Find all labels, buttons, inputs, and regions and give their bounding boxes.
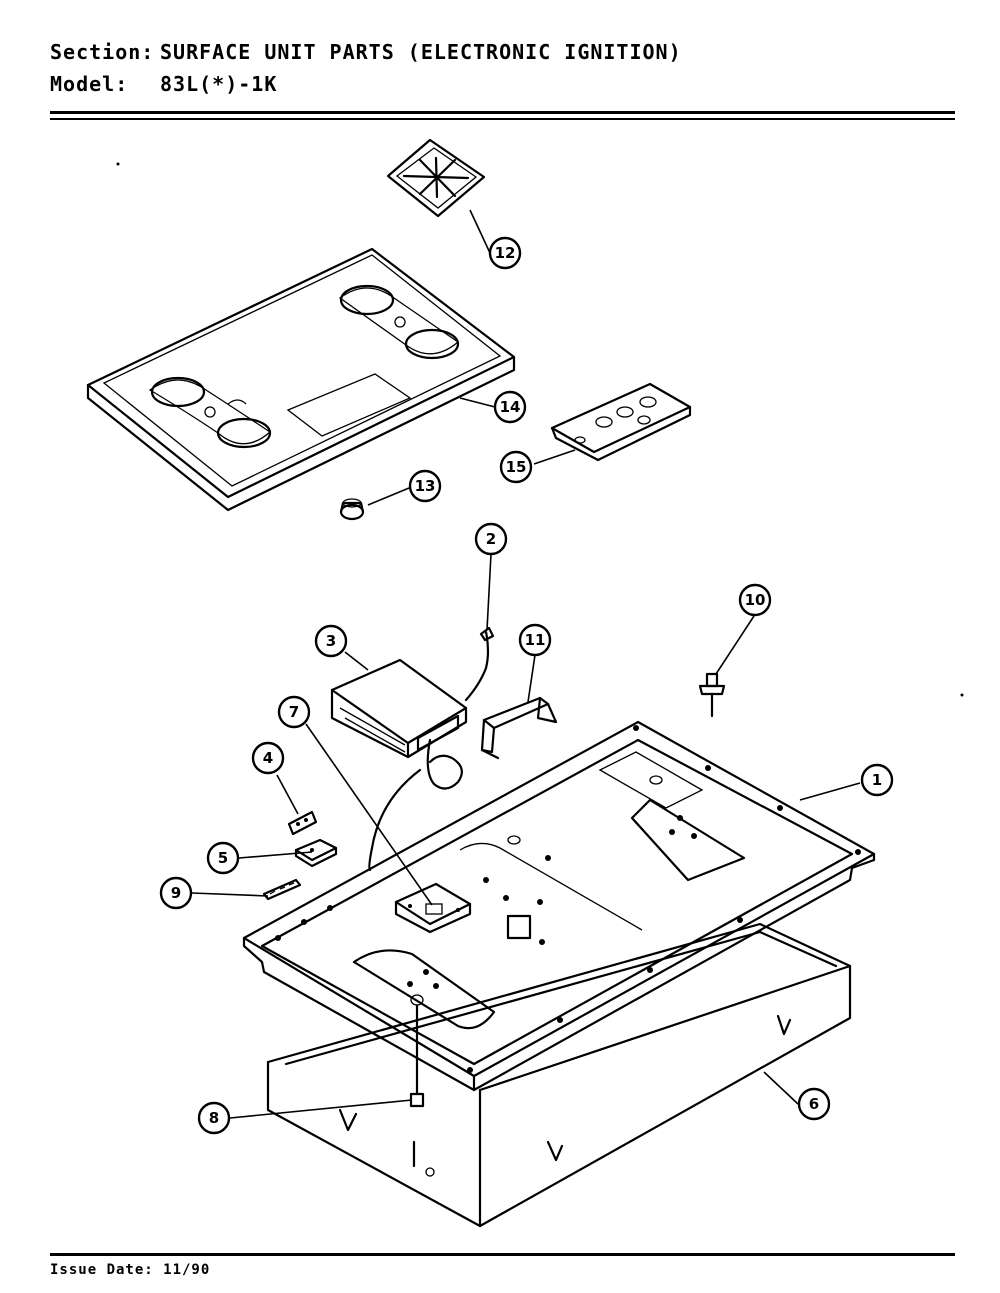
callout-8: 8 <box>197 1101 231 1135</box>
model-value: 83L(*)-1K <box>160 72 278 96</box>
svg-text:8: 8 <box>209 1109 219 1127</box>
svg-text:14: 14 <box>500 398 521 416</box>
svg-text:10: 10 <box>745 591 766 609</box>
part-6-base-box <box>266 922 852 1228</box>
svg-text:11: 11 <box>525 631 546 649</box>
section-value: SURFACE UNIT PARTS (ELECTRONIC IGNITION) <box>160 40 682 64</box>
leader-lines <box>191 209 861 1119</box>
footer-rule <box>50 1253 955 1256</box>
part-12-grate <box>386 138 486 218</box>
svg-text:9: 9 <box>171 884 181 902</box>
svg-text:3: 3 <box>326 632 336 650</box>
callout-1: 1 <box>860 763 894 797</box>
svg-text:7: 7 <box>289 703 299 721</box>
part-13-cap <box>339 498 365 521</box>
section-heading: Section:SURFACE UNIT PARTS (ELECTRONIC I… <box>50 40 682 64</box>
callout-10: 10 <box>738 583 772 617</box>
svg-text:12: 12 <box>495 244 516 262</box>
part-15-plate <box>550 382 692 462</box>
part-8-fastener <box>409 994 425 1108</box>
model-label: Model: <box>50 72 129 96</box>
svg-text:6: 6 <box>809 1095 819 1113</box>
callout-13: 13 <box>408 469 442 503</box>
part-3-spark-module <box>330 658 468 759</box>
section-label: Section: <box>50 40 155 64</box>
callout-5: 5 <box>206 841 240 875</box>
svg-text:1: 1 <box>872 771 882 789</box>
svg-text:2: 2 <box>486 530 496 548</box>
callout-4: 4 <box>251 741 285 775</box>
part-10-fitting <box>698 672 726 718</box>
part-2-cord <box>426 626 495 790</box>
part-14-cooktop <box>86 247 516 512</box>
callout-12: 12 <box>488 236 522 270</box>
part-7-switch <box>394 882 472 934</box>
callout-3: 3 <box>314 624 348 658</box>
header-rule-top <box>50 111 955 114</box>
svg-text:4: 4 <box>263 749 273 767</box>
callout-9: 9 <box>159 876 193 910</box>
callout-2: 2 <box>474 522 508 556</box>
callout-11: 11 <box>518 623 552 657</box>
part-4-bracket <box>287 810 318 836</box>
callout-7: 7 <box>277 695 311 729</box>
callout-15: 15 <box>499 450 533 484</box>
model-heading: Model: 83L(*)-1K <box>50 72 277 96</box>
svg-text:15: 15 <box>506 458 527 476</box>
issue-date: Issue Date: 11/90 <box>50 1262 211 1278</box>
svg-text:13: 13 <box>415 477 436 495</box>
part-11-bracket <box>480 696 558 760</box>
ignition-wire <box>368 768 422 872</box>
svg-text:5: 5 <box>218 849 228 867</box>
part-9-clip <box>262 878 302 901</box>
header-rule-bottom <box>50 118 955 120</box>
part-1-burner-box <box>242 720 876 1092</box>
callout-6: 6 <box>797 1087 831 1121</box>
callout-14: 14 <box>493 390 527 424</box>
